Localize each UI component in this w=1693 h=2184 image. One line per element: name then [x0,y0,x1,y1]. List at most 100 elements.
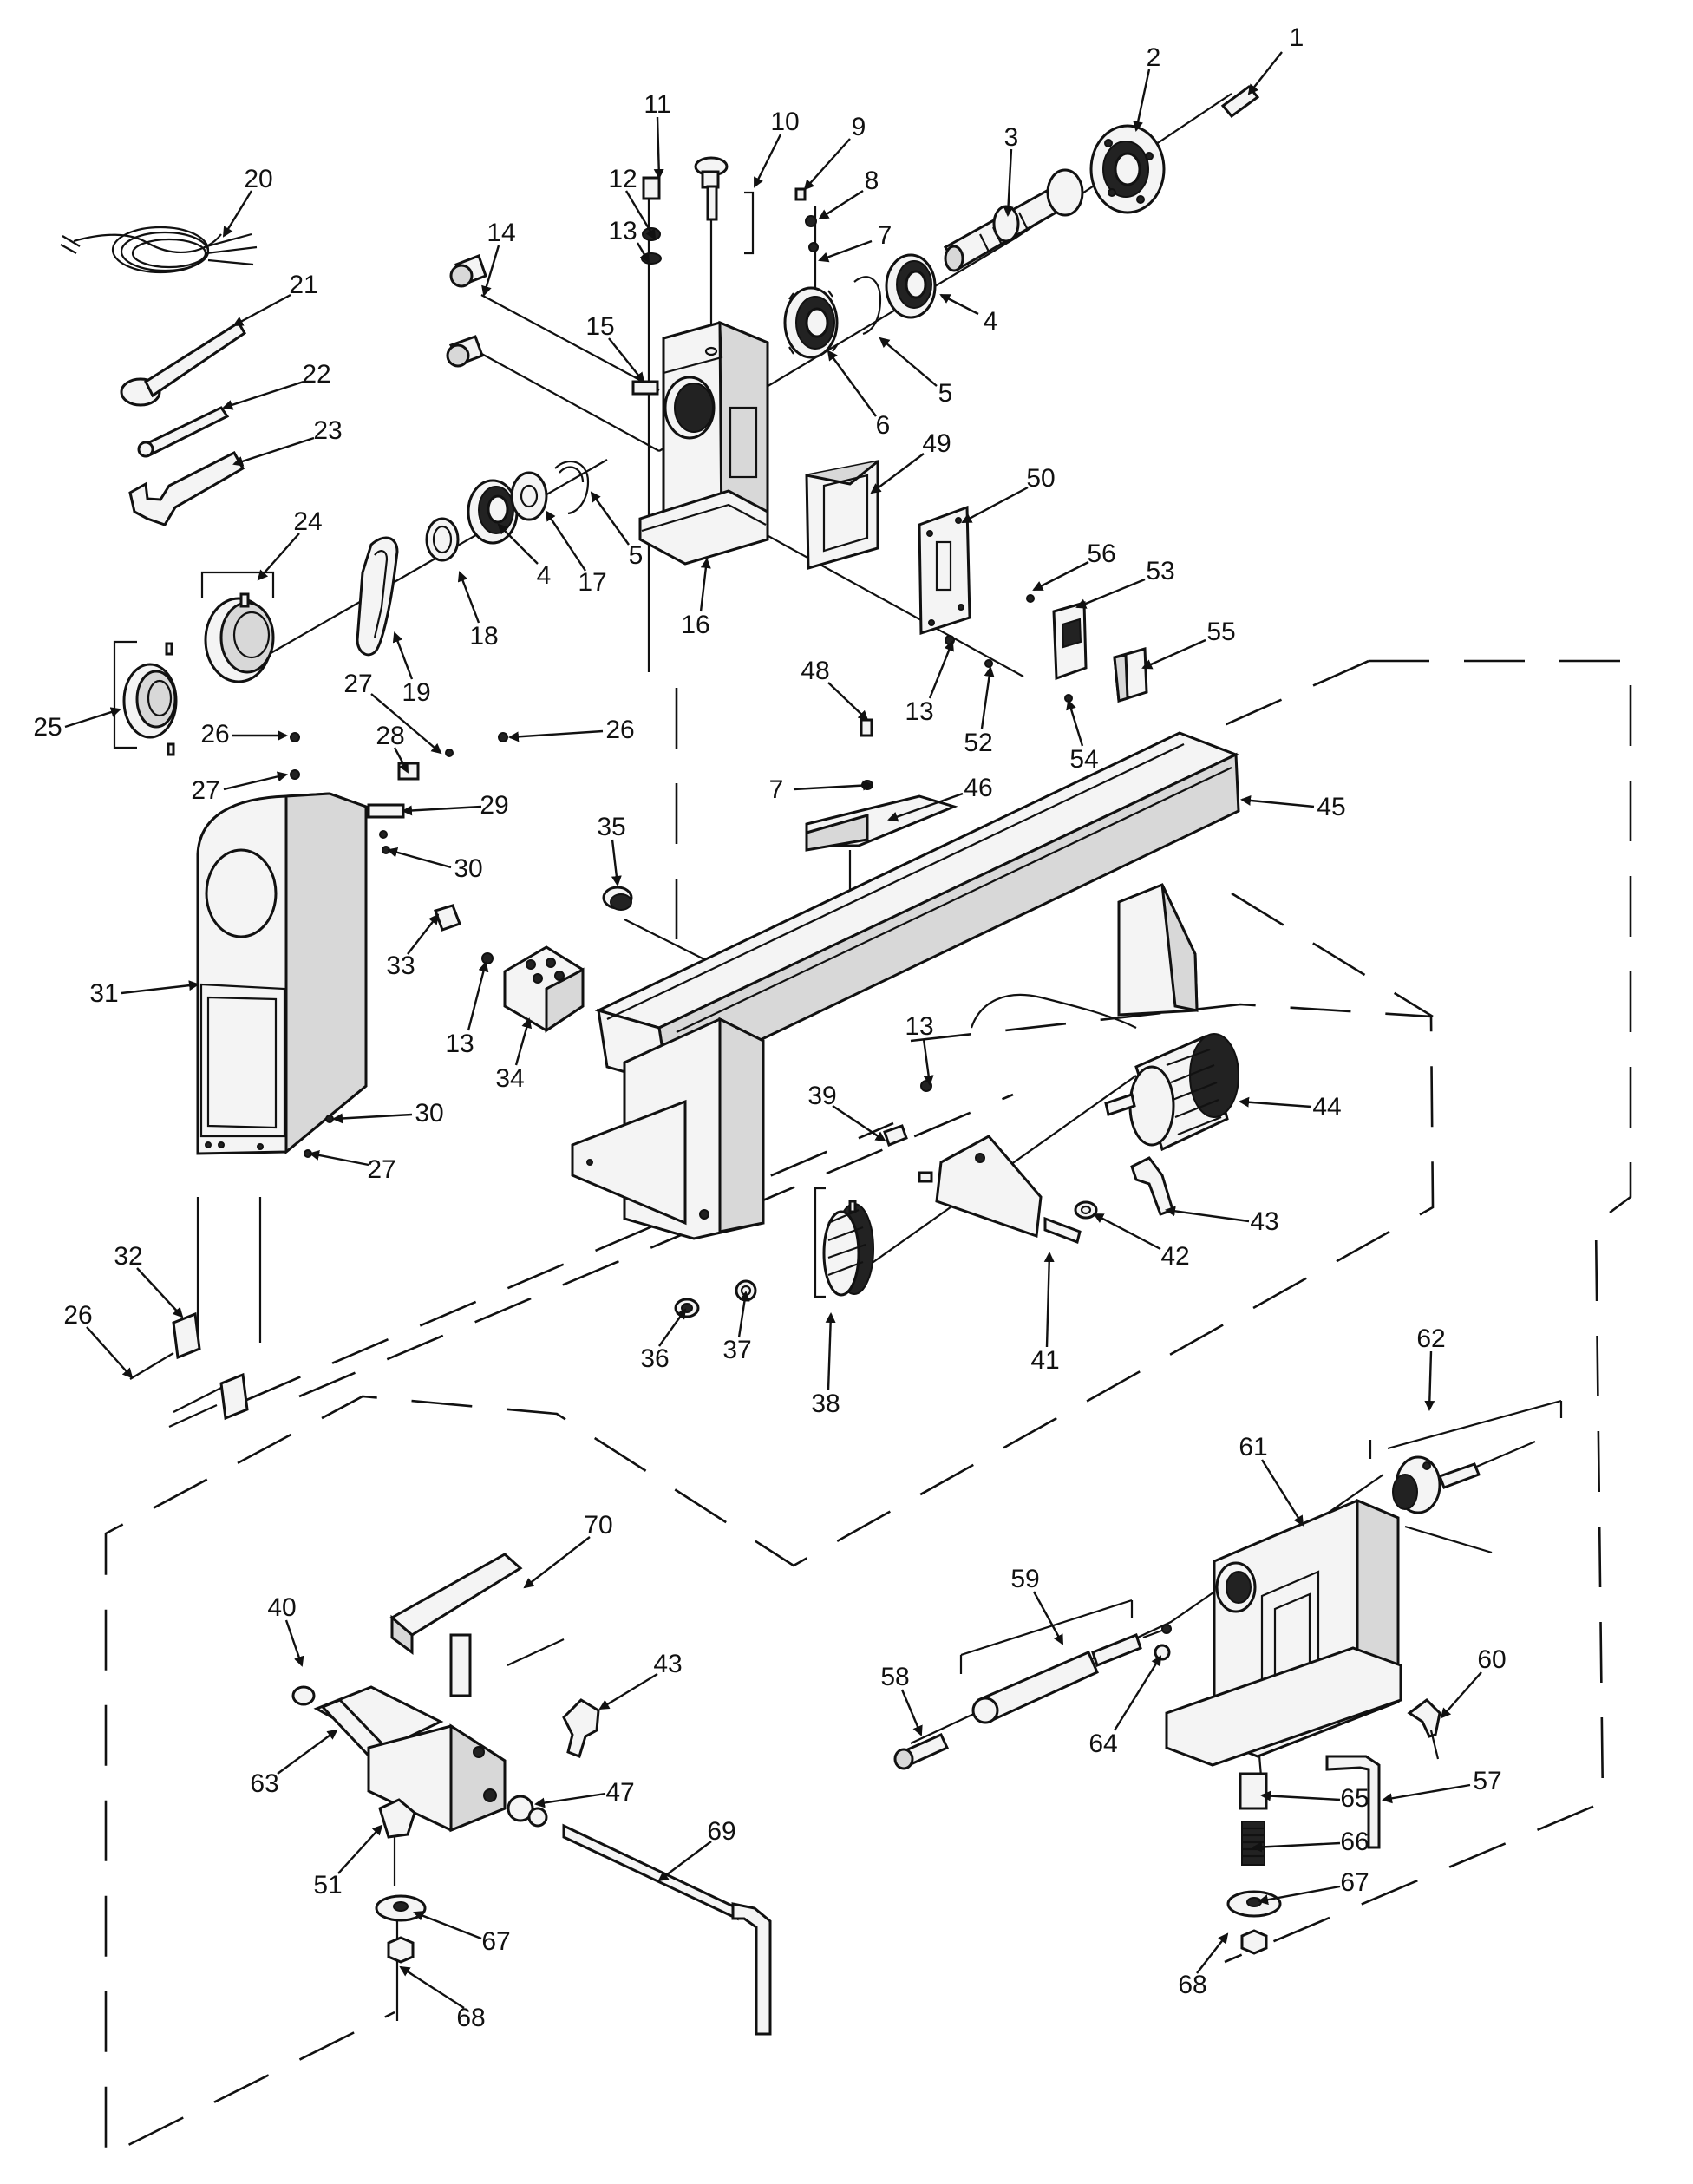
callout-label-c69: 69 [707,1817,735,1846]
callout-label-c51: 51 [313,1871,342,1900]
callout-label-c45: 45 [1317,793,1345,821]
motor-part [970,993,1239,1152]
callout-leader-c4b [497,523,539,565]
callout-leader-c28 [393,747,409,774]
callout-label-c22: 22 [302,360,330,389]
callout-label-c64: 64 [1088,1730,1117,1758]
callout-label-c26c: 26 [63,1301,92,1330]
switch-key-part [1113,647,1148,703]
callout-leader-c61 [1260,1459,1304,1527]
callout-leader-c68a [1196,1932,1229,1974]
callout-label-c26b: 26 [605,716,634,744]
callout-label-c8: 8 [865,167,879,195]
callout-label-c15: 15 [585,312,614,341]
callout-leader-c20 [222,190,253,238]
callout-label-c6: 6 [876,411,891,440]
callout-label-c21: 21 [289,271,317,299]
callout-label-c43b: 43 [653,1650,682,1678]
bearing-set-right [853,253,937,336]
callout-label-c23: 23 [313,416,342,445]
callout-leader-c37 [737,1291,750,1338]
callout-leader-c53 [1075,578,1146,609]
callout-label-c27b: 27 [191,776,219,805]
callout-label-c25: 25 [33,713,62,742]
callout-leader-c41 [1043,1252,1055,1348]
callout-leader-c52 [980,666,995,729]
headstock-bolts-part [446,254,487,368]
bracket-fasteners [860,718,873,790]
switch-part [1052,601,1088,681]
callout-leader-c27b [223,771,288,791]
callout-label-c11: 11 [644,90,670,119]
callout-leader-c27a [370,693,442,755]
callout-leader-c38 [825,1312,836,1391]
bed-bushing-part [602,886,633,911]
callout-label-c7b: 7 [769,775,784,804]
callout-leader-c22 [222,380,304,410]
callout-leader-c6 [827,350,877,417]
callout-leader-c13b [928,640,954,699]
callout-label-c43a: 43 [1250,1207,1278,1236]
callout-leader-c48 [827,682,869,722]
callout-leader-c51 [337,1824,383,1874]
callout-leader-c69 [657,1841,712,1882]
callout-leader-c5a [879,337,938,387]
callout-leader-c26b [508,729,604,742]
callout-label-c2: 2 [1147,43,1161,72]
callout-label-c33: 33 [386,951,415,980]
callout-leader-c13d [922,1038,934,1086]
index-pin-part [631,380,659,396]
callout-label-c47: 47 [605,1778,634,1807]
callout-leader-c13a [636,242,650,264]
callout-label-c61: 61 [1239,1433,1267,1461]
callout-leader-c12 [624,190,657,240]
faceplate-part [1089,124,1166,214]
callout-label-c35: 35 [597,813,625,841]
spindle-shaft-part [943,168,1084,272]
tool-rest-base-part [291,1685,507,1833]
callout-label-c50: 50 [1026,464,1055,493]
pin-part [137,406,230,458]
pulley-setscrews [794,187,819,252]
callout-label-c59: 59 [1010,1565,1039,1593]
bed-stop-block [434,904,585,1033]
callout-leader-c65 [1260,1790,1341,1801]
callout-label-c63: 63 [250,1769,278,1798]
callout-leader-c9 [803,138,851,191]
callout-leader-c15 [608,337,645,383]
switch-plate-part [918,505,971,636]
tool-rest-hardware [378,1698,600,1886]
callout-label-c41: 41 [1030,1346,1059,1375]
callout-label-c62: 62 [1416,1324,1445,1353]
callout-leader-c66 [1252,1841,1341,1853]
knockout-rod-part [120,320,247,407]
callout-label-c3: 3 [1004,123,1019,152]
callout-leader-c43a [1165,1206,1250,1223]
callout-leader-c30b [332,1113,413,1124]
callout-leader-c44 [1239,1096,1312,1108]
lathe-bed-part [571,731,1240,1240]
spindle-lock-part [694,156,755,255]
callout-leader-c2 [1133,69,1151,132]
callout-leader-c43b [598,1672,658,1710]
callout-label-c13d: 13 [905,1012,933,1041]
callout-leader-c33 [407,913,440,955]
callout-leader-c55 [1141,638,1206,670]
callout-leader-c29 [402,805,482,816]
callout-label-c24: 24 [293,507,322,536]
callout-label-c36: 36 [640,1344,669,1373]
dead-center-part [893,1733,949,1770]
callout-leader-c49 [870,453,925,494]
motor-mount-plate-part [918,1135,1082,1244]
callout-label-c12: 12 [608,165,637,193]
belt-cover-part [196,792,368,1155]
callout-leader-c7a [818,239,873,263]
callout-leader-c8 [818,189,864,220]
callout-leader-c27c [309,1150,369,1167]
callout-leader-c67b [413,1911,482,1940]
callout-leader-c3 [1003,148,1014,217]
callout-leader-c46 [887,792,964,822]
callout-leader-c59 [1032,1591,1064,1645]
callout-leader-c40 [284,1619,304,1667]
callout-label-c30b: 30 [415,1099,443,1128]
